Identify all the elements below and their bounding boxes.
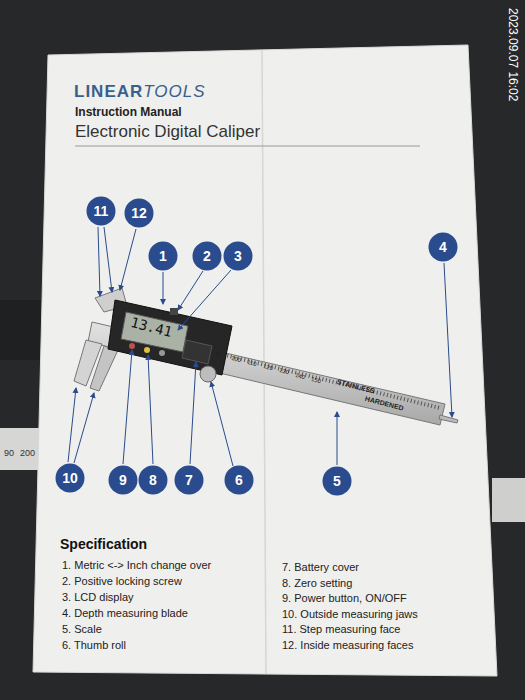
callout-circle: 11 — [86, 196, 116, 226]
spec-item: 6. Thumb roll — [62, 639, 126, 652]
manual-subtitle: Instruction Manual — [75, 106, 182, 120]
outside-jaw-slide — [90, 346, 118, 391]
depth-blade — [439, 415, 458, 423]
callout-number: 11 — [86, 196, 116, 226]
callout-circle: 7 — [174, 465, 204, 495]
ruler-number: 200 — [20, 448, 35, 458]
spec-item: 5. Scale — [62, 623, 102, 636]
scale-number: 120 — [262, 363, 273, 372]
header-rule — [75, 146, 420, 147]
section-heading: Specification — [60, 536, 147, 552]
display-housing — [108, 300, 232, 375]
callout-number: 2 — [192, 241, 222, 271]
leader-lines — [68, 227, 452, 466]
ruler-number: 90 — [4, 448, 14, 458]
lcd-reading: 13.41 — [129, 314, 174, 340]
callout-circle: 8 — [138, 465, 168, 495]
spec-item: 8. Zero setting — [282, 577, 352, 590]
beam-marking: STAINLESS — [336, 378, 376, 395]
callout-number: 5 — [322, 466, 352, 496]
callout-circle: 12 — [124, 198, 154, 228]
ruler-piece — [492, 478, 525, 522]
photo-timestamp: 2023.09.07 16:02 — [505, 8, 519, 101]
beam-marking: HARDENED — [364, 395, 404, 413]
ruler-piece — [0, 428, 44, 470]
scale-number: 100 — [230, 355, 241, 364]
unit-button — [129, 343, 135, 349]
callout-number: 9 — [108, 465, 138, 495]
callout-number: 4 — [428, 232, 458, 262]
callout-circle: 2 — [192, 241, 222, 271]
callout-circle: 6 — [224, 465, 254, 495]
brand-logo: TOOLS — [143, 82, 205, 102]
callout-number: 3 — [223, 241, 253, 271]
callout-number: 8 — [138, 465, 168, 495]
lcd-window — [121, 312, 188, 352]
spec-item: 1. Metric <-> Inch change over — [62, 559, 211, 572]
scale-ticks — [200, 349, 440, 408]
callout-number: 6 — [224, 465, 254, 495]
callout-circle: 10 — [55, 463, 85, 493]
locking-screw — [170, 308, 178, 315]
spec-item: 2. Positive locking screw — [62, 575, 182, 588]
spec-item: 9. Power button, ON/OFF — [282, 592, 407, 605]
thumb-roll — [200, 366, 216, 382]
scale-number: 110 — [246, 359, 257, 368]
callout-number: 10 — [55, 463, 85, 493]
spec-item: 11. Step measuring face — [282, 623, 400, 636]
power-button — [144, 347, 150, 353]
zero-button — [159, 350, 165, 356]
spec-item: 7. Battery cover — [282, 561, 359, 574]
spec-item: 12. Inside measuring faces — [282, 639, 413, 652]
manual-title: Electronic Digital Caliper — [75, 122, 260, 142]
callout-circle: 3 — [223, 241, 253, 271]
callout-circle: 5 — [322, 466, 352, 496]
spec-item: 4. Depth measuring blade — [62, 607, 188, 620]
callout-number: 7 — [174, 465, 204, 495]
scale-number: 140 — [294, 372, 305, 381]
brand-logo: LINEAR — [74, 82, 143, 102]
callout-circle: 1 — [148, 241, 178, 271]
paper-sheet — [33, 45, 497, 676]
spec-item: 10. Outside measuring jaws — [282, 608, 418, 621]
callout-number: 1 — [148, 241, 178, 271]
callout-circle: 9 — [108, 465, 138, 495]
scale-number: 90 — [214, 351, 222, 359]
callout-circle: 4 — [428, 232, 458, 262]
callout-number: 12 — [124, 198, 154, 228]
battery-cover — [182, 340, 212, 364]
scale-number: 150 — [310, 376, 321, 385]
scale-number: 130 — [278, 367, 289, 376]
spec-item: 3. LCD display — [62, 591, 134, 604]
